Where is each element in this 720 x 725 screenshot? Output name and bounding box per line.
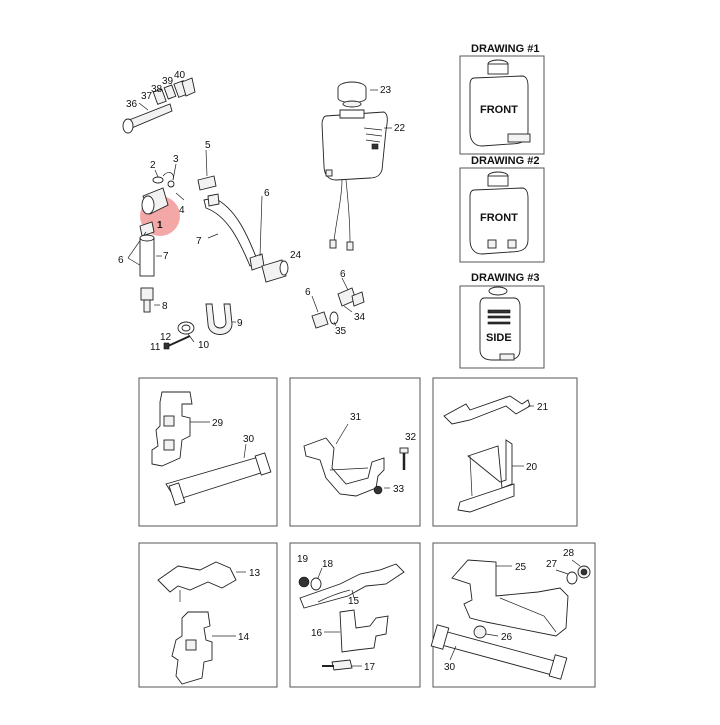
callout-1: 1 <box>157 220 163 231</box>
callout-27: 27 <box>546 559 558 570</box>
callout-33: 33 <box>393 484 405 495</box>
callout-2: 2 <box>150 160 156 171</box>
bracket-15 <box>299 563 405 609</box>
callout-26: 26 <box>501 632 513 643</box>
clamp-10 <box>177 321 195 335</box>
callout-17: 17 <box>364 662 376 673</box>
drawing-1-label: FRONT <box>480 104 518 116</box>
callout-8: 8 <box>162 301 168 312</box>
fitting-1-assembly <box>139 172 175 237</box>
fitting-24 <box>261 259 289 283</box>
nut-19 <box>298 576 310 588</box>
bracket-13 <box>157 561 237 602</box>
nut-33 <box>373 485 383 495</box>
callout-37: 37 <box>141 91 153 102</box>
callout-6c: 6 <box>340 269 346 280</box>
bracket-29 <box>151 391 193 467</box>
callout-6a: 6 <box>264 188 270 199</box>
clamp-9 <box>205 303 233 335</box>
drawing-2-title: DRAWING #2 <box>471 155 539 167</box>
bolt-11 <box>163 335 191 350</box>
callout-12: 12 <box>160 332 172 343</box>
callout-25: 25 <box>515 562 527 573</box>
strap-30b <box>430 624 568 680</box>
callout-4: 4 <box>179 205 185 216</box>
bolt-26 <box>473 625 499 639</box>
callout-32: 32 <box>405 432 417 443</box>
bracket-25 <box>451 559 569 637</box>
bracket-16 <box>339 609 389 653</box>
fitting-assembly-36-40 <box>122 77 196 134</box>
bracket-21 <box>443 395 531 425</box>
callout-22: 22 <box>394 123 406 134</box>
drawing-3-title: DRAWING #3 <box>471 272 539 284</box>
callout-9: 9 <box>237 318 243 329</box>
callout-16: 16 <box>311 628 323 639</box>
reservoir-tank-22 <box>321 109 388 181</box>
drawing-2-label: FRONT <box>480 212 518 224</box>
drawing-3-label: SIDE <box>486 332 512 344</box>
hose-7 <box>197 175 265 271</box>
washer-18 <box>310 577 322 591</box>
callout-23: 23 <box>380 85 392 96</box>
callout-21: 21 <box>537 402 549 413</box>
callout-34: 34 <box>354 312 366 323</box>
callout-14: 14 <box>238 632 250 643</box>
callout-11: 11 <box>150 342 161 353</box>
callout-39: 39 <box>162 76 174 87</box>
callout-35: 35 <box>335 326 347 337</box>
bracket-20 <box>457 439 515 513</box>
callout-5: 5 <box>205 140 211 151</box>
callout-30a: 30 <box>243 434 255 445</box>
callout-15: 15 <box>348 596 360 607</box>
callout-24: 24 <box>290 250 302 261</box>
fittings-34-35 <box>311 287 365 329</box>
bracket-14 <box>171 611 213 685</box>
fitting-8 <box>140 287 154 313</box>
pin-17 <box>322 659 353 671</box>
sensor-wires <box>329 179 354 251</box>
callout-28: 28 <box>563 548 575 559</box>
callout-6b: 6 <box>118 255 124 266</box>
reservoir-cap-23 <box>337 81 367 108</box>
callout-7a: 7 <box>196 236 202 247</box>
drawing-1-tank <box>469 59 531 147</box>
callout-38: 38 <box>151 84 163 95</box>
callout-40: 40 <box>174 70 186 81</box>
callout-20: 20 <box>526 462 538 473</box>
callout-31: 31 <box>350 412 362 423</box>
drawing-3-tank <box>479 286 521 361</box>
washer-27-nut-28 <box>566 565 591 585</box>
strap-30 <box>165 452 272 506</box>
callout-30b: 30 <box>444 662 456 673</box>
hose-7-short <box>139 234 155 277</box>
callout-36: 36 <box>126 99 138 110</box>
bracket-31 <box>303 437 385 497</box>
callout-13: 13 <box>249 568 261 579</box>
drawing-2-tank <box>469 171 529 255</box>
callout-3: 3 <box>173 154 179 165</box>
callout-19: 19 <box>297 554 309 565</box>
callout-29: 29 <box>212 418 224 429</box>
callout-10: 10 <box>198 340 210 351</box>
drawing-1-title: DRAWING #1 <box>471 43 539 55</box>
callout-6d: 6 <box>305 287 311 298</box>
callout-18: 18 <box>322 559 334 570</box>
bolt-32 <box>399 447 409 470</box>
callout-7b: 7 <box>163 251 169 262</box>
